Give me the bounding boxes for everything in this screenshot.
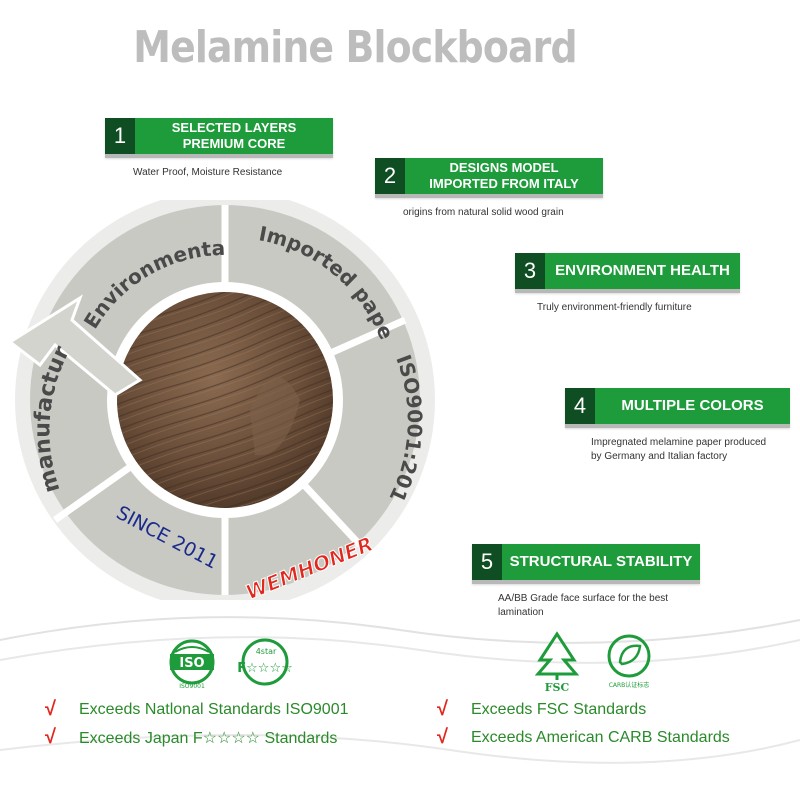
check-row-iso9001: √ Exceeds Natlonal Standards ISO9001 — [45, 698, 349, 721]
iso-logo-sub: ISO9001 — [179, 683, 205, 690]
iso-logo-label: ISO — [179, 656, 204, 671]
feature-4: 4 MULTIPLE COLORS Impregnated melamine p… — [565, 388, 790, 464]
wood-grain — [117, 292, 333, 508]
fourstar-logo-top: 4star — [256, 647, 277, 656]
feature-5-desc: AA/BB Grade face surface for the best la… — [498, 593, 669, 618]
feature-1-desc: Water Proof, Moisture Resistance — [133, 167, 283, 178]
feature-4-number: 4 — [565, 388, 595, 424]
feature-5: 5 STRUCTURAL STABILITY AA/BB Grade face … — [472, 544, 700, 620]
iso-logo: ISO ISO9001 — [163, 638, 221, 690]
feature-2-label: DESIGNS MODEL IMPORTED FROM ITALY — [405, 158, 603, 194]
feature-2-number: 2 — [375, 158, 405, 194]
feature-4-bar: 4 MULTIPLE COLORS — [565, 388, 790, 428]
feature-3-label: ENVIRONMENT HEALTH — [555, 262, 730, 279]
feature-1-number: 1 — [105, 118, 135, 154]
check-row-carb: √ Exceeds American CARB Standards — [437, 726, 730, 749]
fourstar-seal-icon: 4star F☆☆☆☆ — [237, 638, 293, 686]
feature-2-bar: 2 DESIGNS MODEL IMPORTED FROM ITALY — [375, 158, 603, 198]
feature-3-number: 3 — [515, 253, 545, 289]
seal-wheel: Environmental E1 Imported paper ISO9001:… — [0, 200, 435, 600]
carb-logo-label: CARB认证标志 — [609, 681, 650, 689]
checkmark-icon: √ — [45, 698, 56, 720]
feature-3: 3 ENVIRONMENT HEALTH Truly environment-f… — [515, 253, 740, 315]
feature-2-line1: DESIGNS MODEL — [449, 160, 559, 175]
check-text-japan: Exceeds Japan F☆☆☆☆ Standards — [79, 729, 338, 747]
carb-logo: CARB认证标志 — [600, 632, 658, 692]
checkmark-icon: √ — [437, 726, 448, 748]
fsc-logo-label: FSC — [545, 681, 570, 692]
fourstar-logo-main: F☆☆☆☆ — [237, 661, 293, 676]
iso-seal-icon: ISO ISO9001 — [169, 639, 215, 690]
checkmark-icon: √ — [45, 726, 56, 748]
check-row-fsc: √ Exceeds FSC Standards — [437, 698, 646, 721]
feature-1-line1: SELECTED LAYERS — [171, 120, 297, 135]
fsc-logo: FSC — [530, 630, 585, 694]
feature-2-desc: origins from natural solid wood grain — [403, 207, 564, 218]
feature-5-label: STRUCTURAL STABILITY — [509, 553, 693, 570]
feature-4-label: MULTIPLE COLORS — [621, 397, 764, 414]
fourstar-logo: 4star F☆☆☆☆ — [230, 638, 300, 690]
check-text-carb: Exceeds American CARB Standards — [471, 728, 730, 746]
feature-3-bar: 3 ENVIRONMENT HEALTH — [515, 253, 740, 293]
feature-5-number: 5 — [472, 544, 502, 580]
fsc-tree-icon: FSC — [534, 631, 580, 694]
feature-5-bar: 5 STRUCTURAL STABILITY — [472, 544, 700, 584]
feature-2-line2: IMPORTED FROM ITALY — [429, 176, 579, 191]
carb-leaf-icon: CARB认证标志 — [607, 634, 651, 689]
check-text-fsc: Exceeds FSC Standards — [471, 700, 647, 718]
feature-3-desc: Truly environment-friendly furniture — [537, 302, 692, 313]
feature-1-label: SELECTED LAYERS PREMIUM CORE — [135, 118, 333, 154]
check-row-japan: √ Exceeds Japan F☆☆☆☆ Standards — [45, 726, 337, 749]
feature-4-desc-line2: by Germany and Italian factory — [591, 451, 728, 462]
feature-4-desc: Impregnated melamine paper produced by G… — [591, 436, 790, 464]
check-text-iso9001: Exceeds Natlonal Standards ISO9001 — [79, 700, 349, 718]
feature-4-desc-line1: Impregnated melamine paper produced — [591, 437, 767, 448]
feature-1: 1 SELECTED LAYERS PREMIUM CORE Water Pro… — [105, 118, 333, 180]
decorative-waves — [0, 616, 800, 764]
checkmark-icon: √ — [437, 698, 448, 720]
feature-1-bar: 1 SELECTED LAYERS PREMIUM CORE — [105, 118, 333, 158]
page-title: Melamine Blockboard — [133, 22, 577, 73]
feature-1-line2: PREMIUM CORE — [182, 136, 286, 151]
wood-knot — [250, 377, 300, 456]
arrow-icon — [7, 294, 143, 397]
feature-2: 2 DESIGNS MODEL IMPORTED FROM ITALY orig… — [375, 158, 603, 220]
